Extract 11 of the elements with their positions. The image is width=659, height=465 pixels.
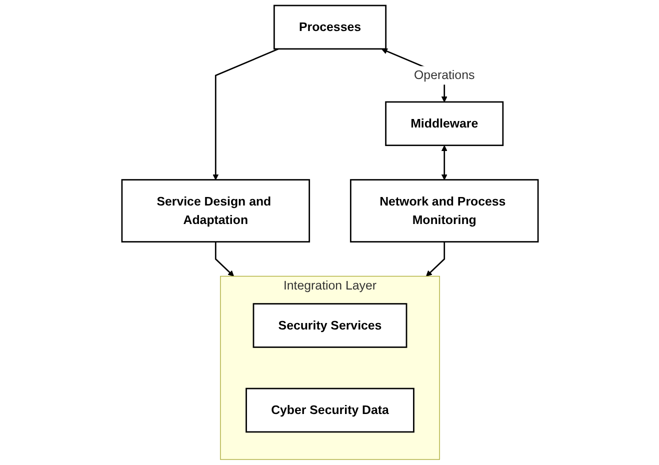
node-box: Processes — [272, 4, 386, 50]
arrow — [212, 48, 278, 180]
arrow — [214, 242, 234, 277]
arrow — [440, 145, 447, 180]
node-box: Cyber Security Data — [245, 388, 414, 433]
arrow — [425, 242, 445, 277]
node-box: Middleware — [384, 101, 504, 146]
node-box: Service Design and Adaptation — [120, 179, 310, 242]
node-box: Network and Process Monitoring — [349, 179, 538, 242]
node-box: Security Services — [252, 303, 407, 348]
edge-label: Operations — [414, 68, 474, 82]
